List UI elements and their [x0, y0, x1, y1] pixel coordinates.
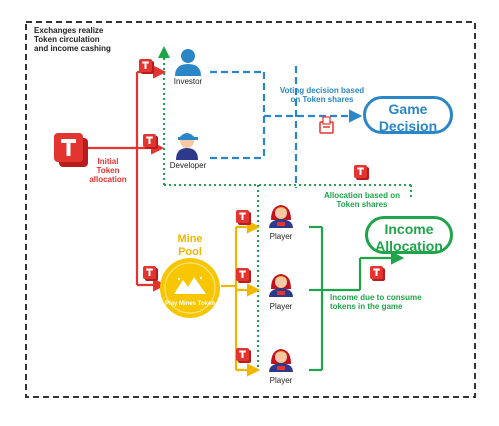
note-line: and income cashing [34, 44, 111, 54]
income-consume-label: Income due to consume tokens in the game [330, 293, 442, 311]
income-consume-line: tokens in the game [330, 302, 403, 312]
income-consume-line: Income due to consume [330, 293, 422, 302]
investor-label: Investor [173, 77, 203, 86]
outer-frame [25, 21, 476, 398]
note-line: Exchanges realize [34, 26, 104, 35]
mine-pool-line: Mine [177, 233, 203, 245]
token-icon [369, 265, 386, 282]
yellow-mine-lines [221, 220, 261, 377]
exchanges-note: Exchanges realize Token circulation and … [34, 26, 111, 54]
mine-token-label: Play Mines Token [165, 301, 215, 307]
green-dotted-lines [158, 46, 412, 370]
developer-label: Developer [169, 161, 207, 170]
token-icon [138, 58, 155, 75]
game-decision-line: Decision [378, 118, 438, 134]
initial-line: Token [96, 166, 120, 176]
token-icon [353, 164, 370, 181]
investor-icon [175, 49, 201, 76]
game-decision-bubble: Game Decision [363, 96, 453, 134]
mine-pool-title: Mine Pool [166, 233, 214, 259]
allocation-shares-line: Token shares [336, 200, 388, 210]
note-line: Token circulation [34, 35, 100, 45]
voting-label: Voting decision based on Token shares [270, 86, 374, 104]
game-decision-line: Game [388, 101, 428, 117]
income-allocation-bubble: Income Allocation [365, 216, 453, 254]
voting-line: Voting decision based [279, 86, 365, 95]
token-icon [54, 133, 88, 167]
voting-line: on Token shares [290, 95, 354, 105]
player-label: Player [269, 302, 293, 311]
token-icon [142, 133, 159, 150]
player-label: Player [269, 376, 293, 385]
mine-pool-line: Pool [178, 246, 202, 258]
allocation-shares-label: Allocation based on Token shares [312, 191, 412, 209]
player-icon [269, 205, 293, 228]
allocation-shares-line: Allocation based on [323, 191, 400, 200]
token-icon [235, 347, 252, 364]
player-icon [269, 274, 293, 297]
income-allocation-line: Income [384, 221, 434, 237]
initial-line: Initial [97, 157, 119, 166]
developer-icon [176, 133, 198, 160]
blue-voting-lines [210, 66, 363, 188]
token-icon [235, 267, 252, 284]
income-allocation-line: Allocation [375, 238, 443, 254]
player-icon [269, 349, 293, 372]
initial-allocation-label: Initial Token allocation [84, 157, 132, 185]
ballot-box-icon [319, 116, 334, 134]
initial-line: allocation [89, 175, 127, 185]
mountain-icon [174, 276, 206, 294]
player-label: Player [269, 232, 293, 241]
token-icon [142, 265, 159, 282]
green-income-lines [309, 225, 405, 372]
token-icon [235, 209, 252, 226]
